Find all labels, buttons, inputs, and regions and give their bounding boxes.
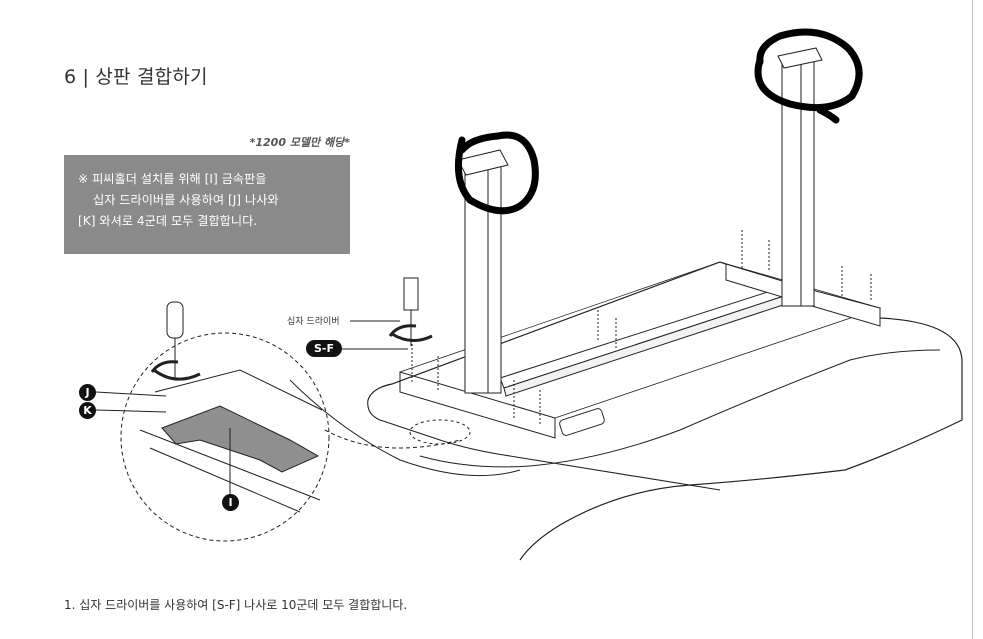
metal-plate — [161, 405, 320, 473]
desk-curve — [419, 349, 941, 468]
page-title: 6 | 상판 결합하기 — [64, 66, 208, 88]
part-j-leader — [95, 391, 167, 397]
right-bracket-end — [811, 289, 881, 327]
screwdriver-detail-icon — [166, 301, 184, 380]
model-note: *1200 모델만 해당* — [249, 136, 350, 149]
info-line-2: 십자 드라이버를 사용하여 [J] 나사와 — [93, 193, 279, 207]
page-edge-rule — [972, 0, 973, 639]
left-leg-top — [457, 149, 509, 176]
screw-badge: S-F — [306, 340, 342, 357]
info-line-3: [K] 와셔로 4군데 모두 결합합니다. — [78, 214, 258, 228]
detail-target — [409, 419, 471, 445]
detail-frame — [154, 369, 323, 411]
part-k-leader — [95, 409, 167, 413]
frame-plate — [399, 371, 556, 439]
hinge — [559, 408, 605, 436]
marker-circle-left — [454, 131, 539, 215]
screwdriver-main-icon — [403, 277, 419, 346]
desk-top-outline — [367, 261, 963, 561]
tool-label: 십자 드라이버 — [287, 317, 340, 327]
desk-top-edge — [367, 399, 721, 491]
rotation-arrow-detail — [150, 360, 201, 381]
part-j-badge: J — [79, 384, 96, 401]
detail-desk-edge-2 — [149, 447, 301, 513]
info-line-1: ※ 피씨홀더 설치를 위해 [I] 금속판을 — [78, 172, 267, 186]
info-box: ※ 피씨홀더 설치를 위해 [I] 금속판을 십자 드라이버를 사용하여 [J]… — [64, 155, 350, 254]
detail-circle — [120, 332, 330, 542]
marker-circle-right — [754, 28, 863, 124]
desk-side — [289, 379, 521, 477]
part-i-badge: I — [222, 494, 239, 511]
step-1-text: 1. 십자 드라이버를 사용하여 [S-F] 나사로 10군데 모두 결합합니다… — [64, 598, 408, 612]
right-leg — [781, 59, 815, 307]
cross-beam — [499, 287, 785, 389]
right-leg-top — [777, 47, 823, 69]
detail-callout-line — [324, 429, 461, 449]
part-k-badge: K — [79, 402, 96, 419]
cross-beam-lower — [503, 295, 787, 397]
rotation-arrow-main — [388, 324, 433, 342]
